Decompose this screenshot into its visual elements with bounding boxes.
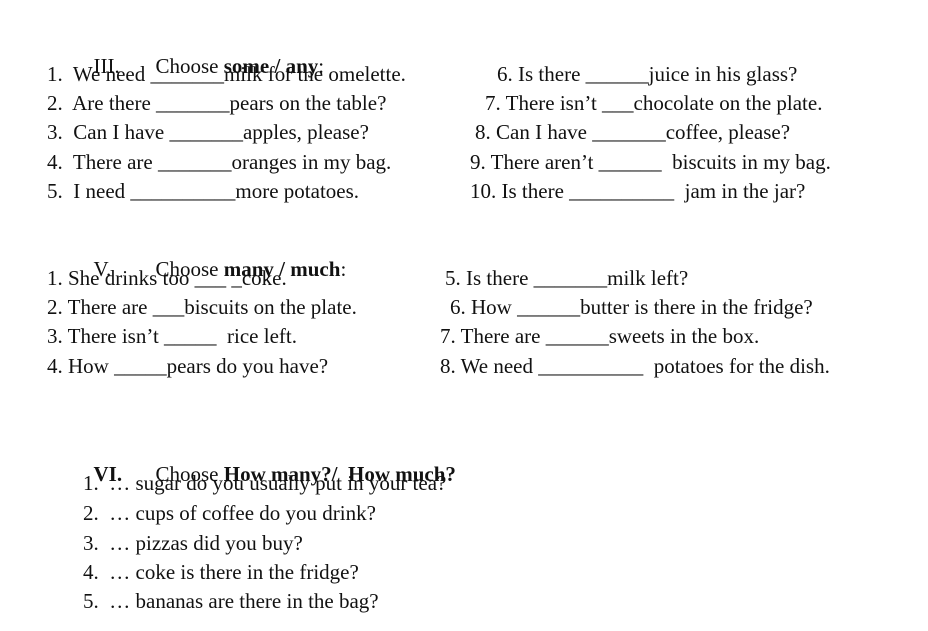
section-3-keyword: some / any [223,54,319,78]
exercise-3-item-8: 8. Can I have _______coffee, please? [475,120,791,144]
section-6-number: VI. [93,462,123,486]
exercise-3-item-7: 7. There isn’t ___chocolate on the plate… [485,91,823,115]
section-6-keyword: How many?/ How much? [223,462,456,486]
exercise-3-item-4: 4. There are _______oranges in my bag. [47,150,392,174]
exercise-6-item-4: 4. … coke is there in the fridge? [83,560,359,584]
section-5-heading: V. Choose many / much: [83,238,347,281]
section-3-heading: III. Choose some / any: [83,35,325,78]
exercise-6-item-5: 5. … bananas are there in the bag? [83,589,379,613]
exercise-5-item-6: 6. How ______butter is there in the frid… [450,295,813,319]
exercise-3-item-9: 9. There aren’t ______ biscuits in my ba… [470,150,831,174]
exercise-6-item-3: 3. … pizzas did you buy? [83,531,303,555]
section-3-number: III. [93,54,120,78]
section-6-heading: VI. Choose How many?/ How much? [83,443,456,485]
exercise-5-item-3: 3. There isn’t _____ rice left. [47,324,297,348]
exercise-3-item-5: 5. I need __________more potatoes. [47,179,360,203]
exercise-6-item-2: 2. … cups of coffee do you drink? [83,501,376,525]
section-3-intro: Choose [155,54,224,78]
exercise-3-item-2: 2. Are there _______pears on the table? [47,91,387,115]
exercise-5-item-8: 8. We need __________ potatoes for the d… [440,354,830,378]
section-6-intro: Choose [155,462,224,486]
exercise-6-item-1: 1. … sugar do you usually put in your te… [83,471,447,495]
exercise-5-item-4: 4. How _____pears do you have? [47,354,329,378]
exercise-5-item-7: 7. There are ______sweets in the box. [440,324,760,348]
section-5-keyword: many / much [223,257,341,281]
section-5-number: V. [93,257,112,281]
exercise-3-item-3: 3. Can I have _______apples, please? [47,120,369,144]
section-5-colon: : [340,257,347,281]
exercise-5-item-2: 2. There are ___biscuits on the plate. [47,295,357,319]
section-5-intro: Choose [155,257,224,281]
exercise-3-item-1: 1. We need _______milk for the omelette. [47,62,406,86]
exercise-3-item-10: 10. Is there __________ jam in the jar? [470,179,806,203]
exercise-5-item-1: 1. She drinks too ___ _coke. [47,266,287,290]
exercise-5-item-5: 5. Is there _______milk left? [445,266,689,290]
exercise-3-item-6: 6. Is there ______juice in his glass? [497,62,798,86]
section-3-colon: : [318,54,325,78]
